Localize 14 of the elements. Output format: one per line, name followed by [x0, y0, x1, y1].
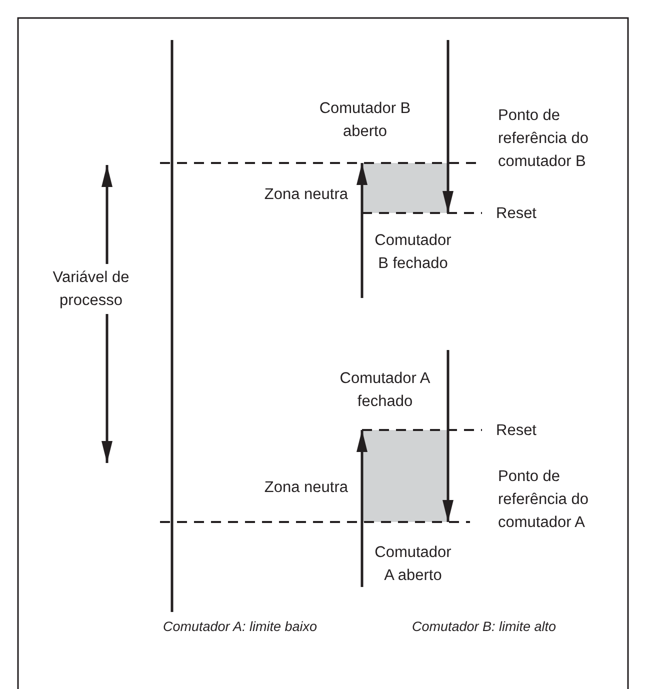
annotation-label: Reset: [496, 204, 538, 224]
annotation-label: Reset: [496, 421, 538, 441]
annotation-label: Zona neutra: [263, 185, 348, 205]
annotation-label: Comutador A aberto: [374, 543, 452, 586]
annotation-label: Zona neutra: [263, 478, 348, 498]
caption-text: Comutador A: limite baixo: [163, 618, 318, 636]
neutral-zone-band: [362, 163, 448, 213]
caption-text: Comutador B: limite alto: [412, 618, 558, 636]
annotation-label: Comutador A fechado: [338, 369, 432, 412]
annotation-label: Comutador B fechado: [374, 231, 452, 274]
annotation-label: Comutador B aberto: [318, 99, 412, 142]
annotation-label: Ponto de referência do comutador B: [498, 106, 590, 172]
annotation-label: Ponto de referência do comutador A: [498, 467, 590, 533]
neutral-zone-band: [362, 430, 448, 522]
